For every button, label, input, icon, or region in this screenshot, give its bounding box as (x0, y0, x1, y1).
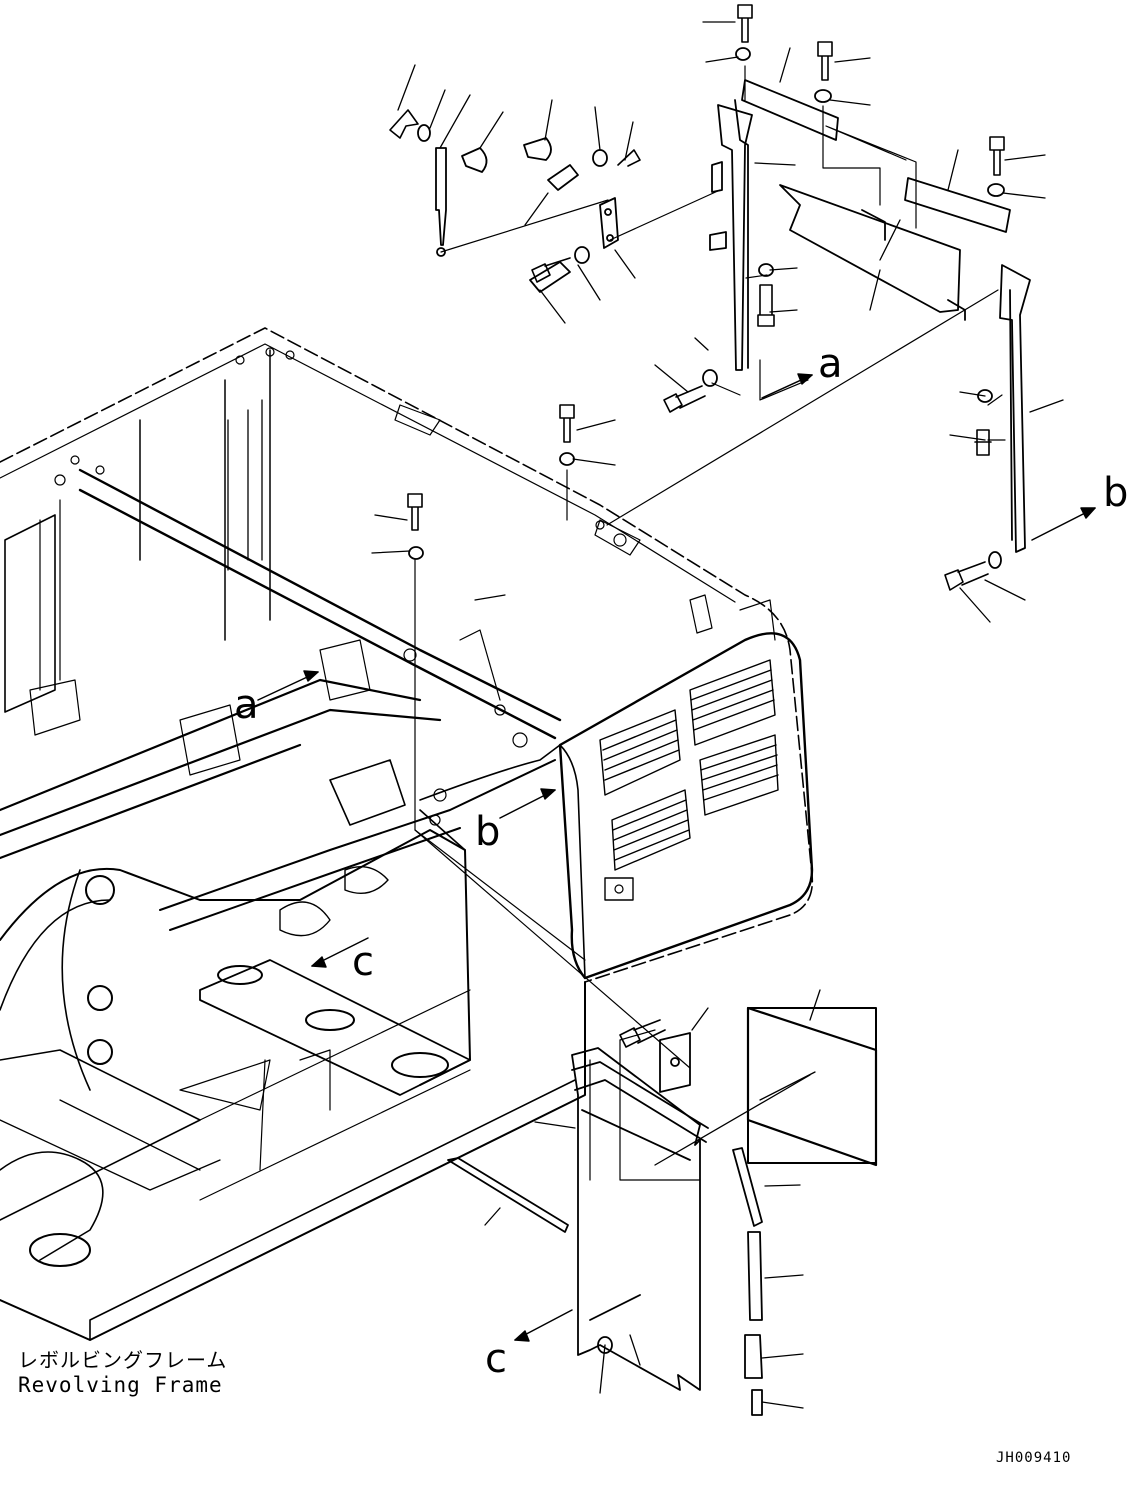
bolts (407, 4, 1005, 1048)
frame-boom-beam (0, 678, 442, 860)
seal-strip-1 (447, 1157, 569, 1233)
caption-japanese: レボルビングフレーム (18, 1348, 227, 1372)
assembly-lines (414, 65, 1006, 1181)
direction-arrows (257, 373, 1096, 1342)
caption-english: Revolving Frame (18, 1373, 223, 1397)
cross-beam (779, 184, 961, 313)
filter-mat (747, 1007, 877, 1164)
view-letter-c-door: c (485, 1336, 507, 1382)
frame-top-outline (0, 327, 814, 983)
side-door-assembly (447, 1006, 878, 1416)
bracket-post-left (717, 104, 753, 371)
gas-spring (435, 147, 447, 246)
view-letter-b-lower: b (475, 809, 500, 855)
revolving-frame (0, 327, 814, 1341)
bracket-post-right (999, 264, 1031, 553)
view-letter-a-lower: a (234, 682, 259, 728)
view-letter-b-upper: b (1103, 470, 1128, 516)
seal-strip-2 (732, 1147, 763, 1227)
drawing-code: JH009410 (996, 1450, 1071, 1466)
view-letter-a-upper: a (818, 341, 843, 387)
louvre-grille (599, 659, 779, 871)
seal-strip-3 (747, 1231, 763, 1321)
rear-housing (558, 632, 814, 980)
frame-crossbeam (78, 468, 562, 740)
leader-lines (371, 21, 1064, 1409)
seal-strip-5 (751, 1389, 763, 1416)
view-letter-c-frame: c (352, 939, 374, 985)
seal-strip-4 (744, 1334, 763, 1379)
door-panel (571, 1047, 701, 1391)
